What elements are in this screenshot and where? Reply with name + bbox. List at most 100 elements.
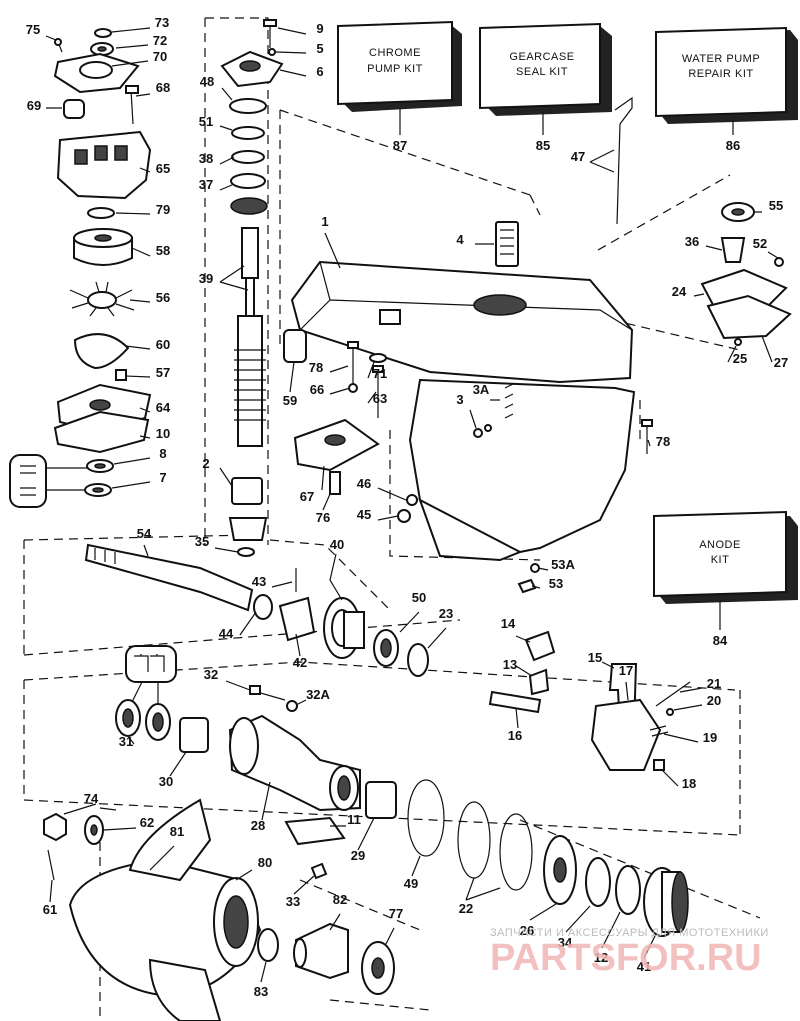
bearing-carrier-parts [115, 645, 689, 937]
watermark-line1: ЗАПЧАСТИ И АКСЕССУАРЫ ДЛЯ МОТОТЕХНИКИ [490, 927, 769, 939]
part-label-7: 7 [159, 470, 166, 485]
part-label-9: 9 [316, 21, 323, 36]
part-label-64: 64 [156, 400, 171, 415]
part-label-52: 52 [753, 236, 767, 251]
part-label-43: 43 [252, 574, 266, 589]
part-label-5: 5 [316, 41, 323, 56]
kit-waterpump-line2: REPAIR KIT [688, 68, 753, 80]
part-label-68: 68 [156, 80, 170, 95]
kit-anode-line2: KIT [711, 554, 730, 566]
part-label-47: 47 [571, 149, 585, 164]
watermark: ЗАПЧАСТИ И АКСЕССУАРЫ ДЛЯ МОТОТЕХНИКИ PA… [490, 927, 769, 979]
part-label-61: 61 [43, 902, 57, 917]
part-label-79: 79 [156, 202, 170, 217]
part-label-62: 62 [140, 815, 154, 830]
part-label-6: 6 [316, 64, 323, 79]
part-label-16: 16 [508, 728, 522, 743]
leader-lines [45, 27, 779, 983]
part-label-21: 21 [707, 676, 721, 691]
part-label-34: 34 [558, 935, 573, 950]
part-label-55: 55 [769, 198, 783, 213]
part-label-22: 22 [459, 901, 473, 916]
part-label-67: 67 [300, 489, 314, 504]
propeller-parts [43, 798, 395, 1021]
part-label-24: 24 [672, 284, 687, 299]
part-label-44: 44 [219, 626, 234, 641]
part-label-28: 28 [251, 818, 265, 833]
part-label-13: 13 [503, 657, 517, 672]
part-label-59: 59 [283, 393, 297, 408]
part-label-53a: 53A [551, 557, 575, 572]
part-label-1: 1 [321, 214, 328, 229]
part-label-45: 45 [357, 507, 371, 522]
part-label-78: 78 [656, 434, 670, 449]
part-label-74: 74 [84, 791, 99, 806]
kit-waterpump-number: 86 [726, 138, 740, 153]
part-label-25: 25 [733, 351, 747, 366]
part-label-37: 37 [199, 177, 213, 192]
part-label-71: 71 [373, 366, 387, 381]
kit-box-anode: ANODE KIT 84 [653, 510, 798, 648]
water-pump-parts [9, 28, 152, 508]
kit-box-chrome-pump: CHROME PUMP KIT 87 [337, 20, 462, 153]
part-label-76: 76 [316, 510, 330, 525]
part-label-12: 12 [594, 950, 608, 965]
part-label-39: 39 [199, 271, 213, 286]
part-label-53: 53 [549, 576, 563, 591]
part-label-2: 2 [202, 456, 209, 471]
part-label-81: 81 [170, 824, 184, 839]
part-label-32a: 32A [306, 687, 330, 702]
part-label-56: 56 [156, 290, 170, 305]
part-label-82: 82 [333, 892, 347, 907]
part-label-83: 83 [254, 984, 268, 999]
part-label-18: 18 [682, 776, 696, 791]
part-label-23: 23 [439, 606, 453, 621]
part-label-73: 73 [155, 15, 169, 30]
part-label-72: 72 [153, 33, 167, 48]
part-label-31: 31 [119, 734, 133, 749]
part-label-75: 75 [26, 22, 40, 37]
part-label-41: 41 [637, 959, 651, 974]
part-label-15: 15 [588, 650, 602, 665]
kit-chrome-line2: PUMP KIT [367, 63, 423, 75]
shift-mechanism-parts [488, 630, 691, 771]
part-label-26: 26 [520, 923, 534, 938]
part-label-17: 17 [619, 663, 633, 678]
part-label-27: 27 [774, 355, 788, 370]
part-label-78: 78 [309, 360, 323, 375]
propeller-shaft-parts [84, 543, 429, 677]
part-label-42: 42 [293, 655, 307, 670]
part-label-46: 46 [357, 476, 371, 491]
part-label-4: 4 [456, 232, 464, 247]
kit-box-gearcase-seal: GEARCASE SEAL KIT 85 [479, 22, 612, 153]
part-label-19: 19 [703, 730, 717, 745]
part-label-70: 70 [153, 49, 167, 64]
part-label-32: 32 [204, 667, 218, 682]
part-label-20: 20 [707, 693, 721, 708]
part-label-60: 60 [156, 337, 170, 352]
part-label-49: 49 [404, 876, 418, 891]
kit-anode-number: 84 [713, 633, 728, 648]
kit-chrome-line1: CHROME [369, 47, 421, 59]
part-label-3a: 3A [473, 382, 490, 397]
part-label-29: 29 [351, 848, 365, 863]
part-label-58: 58 [156, 243, 170, 258]
part-label-14: 14 [501, 616, 516, 631]
kit-anode-line1: ANODE [699, 539, 741, 551]
part-label-35: 35 [195, 534, 209, 549]
part-label-51: 51 [199, 114, 213, 129]
part-label-38: 38 [199, 151, 213, 166]
kit-gearcase-line1: GEARCASE [509, 51, 574, 63]
kit-gearcase-number: 85 [536, 138, 550, 153]
watermark-logo-text: PARTSFOR.RU [490, 937, 762, 979]
part-label-77: 77 [389, 906, 403, 921]
part-label-54: 54 [137, 526, 152, 541]
part-label-40: 40 [330, 537, 344, 552]
kit-waterpump-line1: WATER PUMP [682, 53, 760, 65]
part-label-33: 33 [286, 894, 300, 909]
part-label-80: 80 [258, 855, 272, 870]
part-label-57: 57 [156, 365, 170, 380]
part-label-50: 50 [412, 590, 426, 605]
